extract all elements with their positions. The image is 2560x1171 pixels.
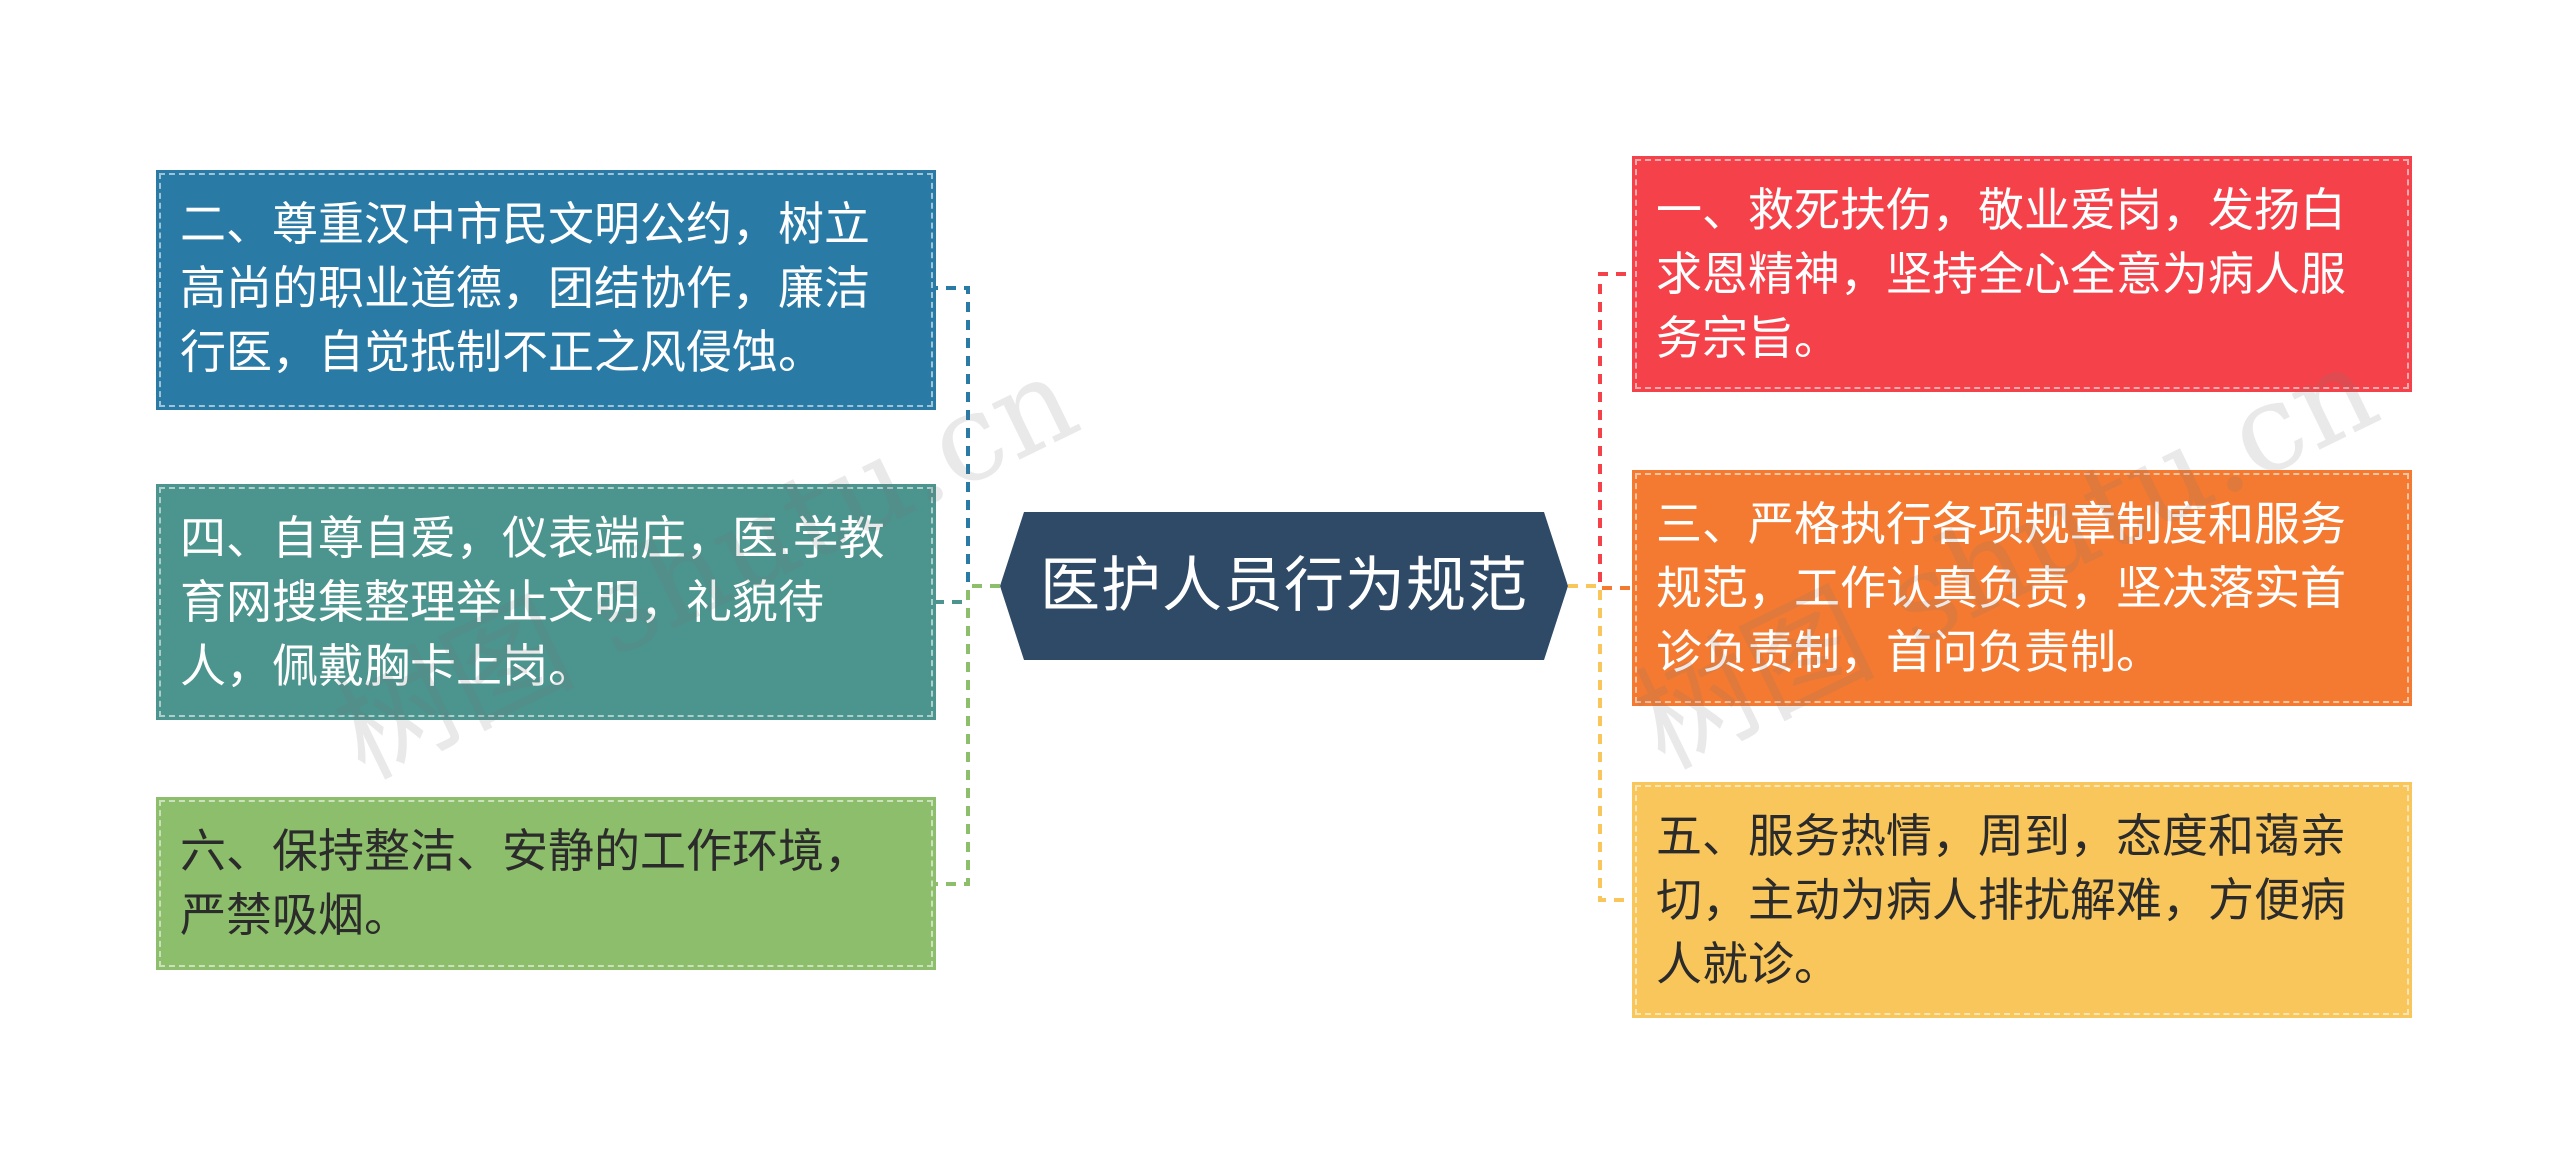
topic-node-left-2[interactable]: 四、自尊自爱，仪表端庄，医.学教育网搜集整理举止文明，礼貌待人，佩戴胸卡上岗。 — [156, 484, 936, 720]
central-topic[interactable]: 医护人员行为规范 — [1000, 512, 1568, 660]
topic-text: 二、尊重汉中市民文明公约，树立高尚的职业道德，团结协作，廉洁行医，自觉抵制不正之… — [180, 197, 870, 379]
topic-node-right-3[interactable]: 五、服务热情，周到，态度和蔼亲切，主动为病人排扰解难，方便病人就诊。 — [1632, 782, 2412, 1018]
connector-right-3 — [1568, 584, 1632, 902]
central-topic-hexagon — [1000, 512, 1568, 660]
topic-node-right-1[interactable]: 一、救死扶伤，敬业爱岗，发扬白求恩精神，坚持全心全意为病人服务宗旨。 — [1632, 156, 2412, 392]
topic-node-left-1[interactable]: 二、尊重汉中市民文明公约，树立高尚的职业道德，团结协作，廉洁行医，自觉抵制不正之… — [156, 170, 936, 410]
topic-text: 六、保持整洁、安静的工作环境，严禁吸烟。 — [180, 824, 870, 942]
topic-node-right-2[interactable]: 三、严格执行各项规章制度和服务规范，工作认真负责，坚决落实首诊负责制，首问负责制… — [1632, 470, 2412, 706]
connector-left-1 — [936, 286, 1000, 588]
topic-text: 五、服务热情，周到，态度和蔼亲切，主动为病人排扰解难，方便病人就诊。 — [1656, 809, 2346, 991]
topic-node-left-3[interactable]: 六、保持整洁、安静的工作环境，严禁吸烟。 — [156, 797, 936, 970]
topic-text: 三、严格执行各项规章制度和服务规范，工作认真负责，坚决落实首诊负责制，首问负责制… — [1656, 497, 2346, 679]
topic-text: 四、自尊自爱，仪表端庄，医.学教育网搜集整理举止文明，礼貌待人，佩戴胸卡上岗。 — [180, 511, 885, 693]
central-topic-title: 医护人员行为规范 — [1040, 551, 1528, 621]
connector-right-1 — [1568, 272, 1632, 588]
connector-left-3 — [936, 584, 1000, 886]
topic-text: 一、救死扶伤，敬业爱岗，发扬白求恩精神，坚持全心全意为病人服务宗旨。 — [1656, 183, 2346, 365]
